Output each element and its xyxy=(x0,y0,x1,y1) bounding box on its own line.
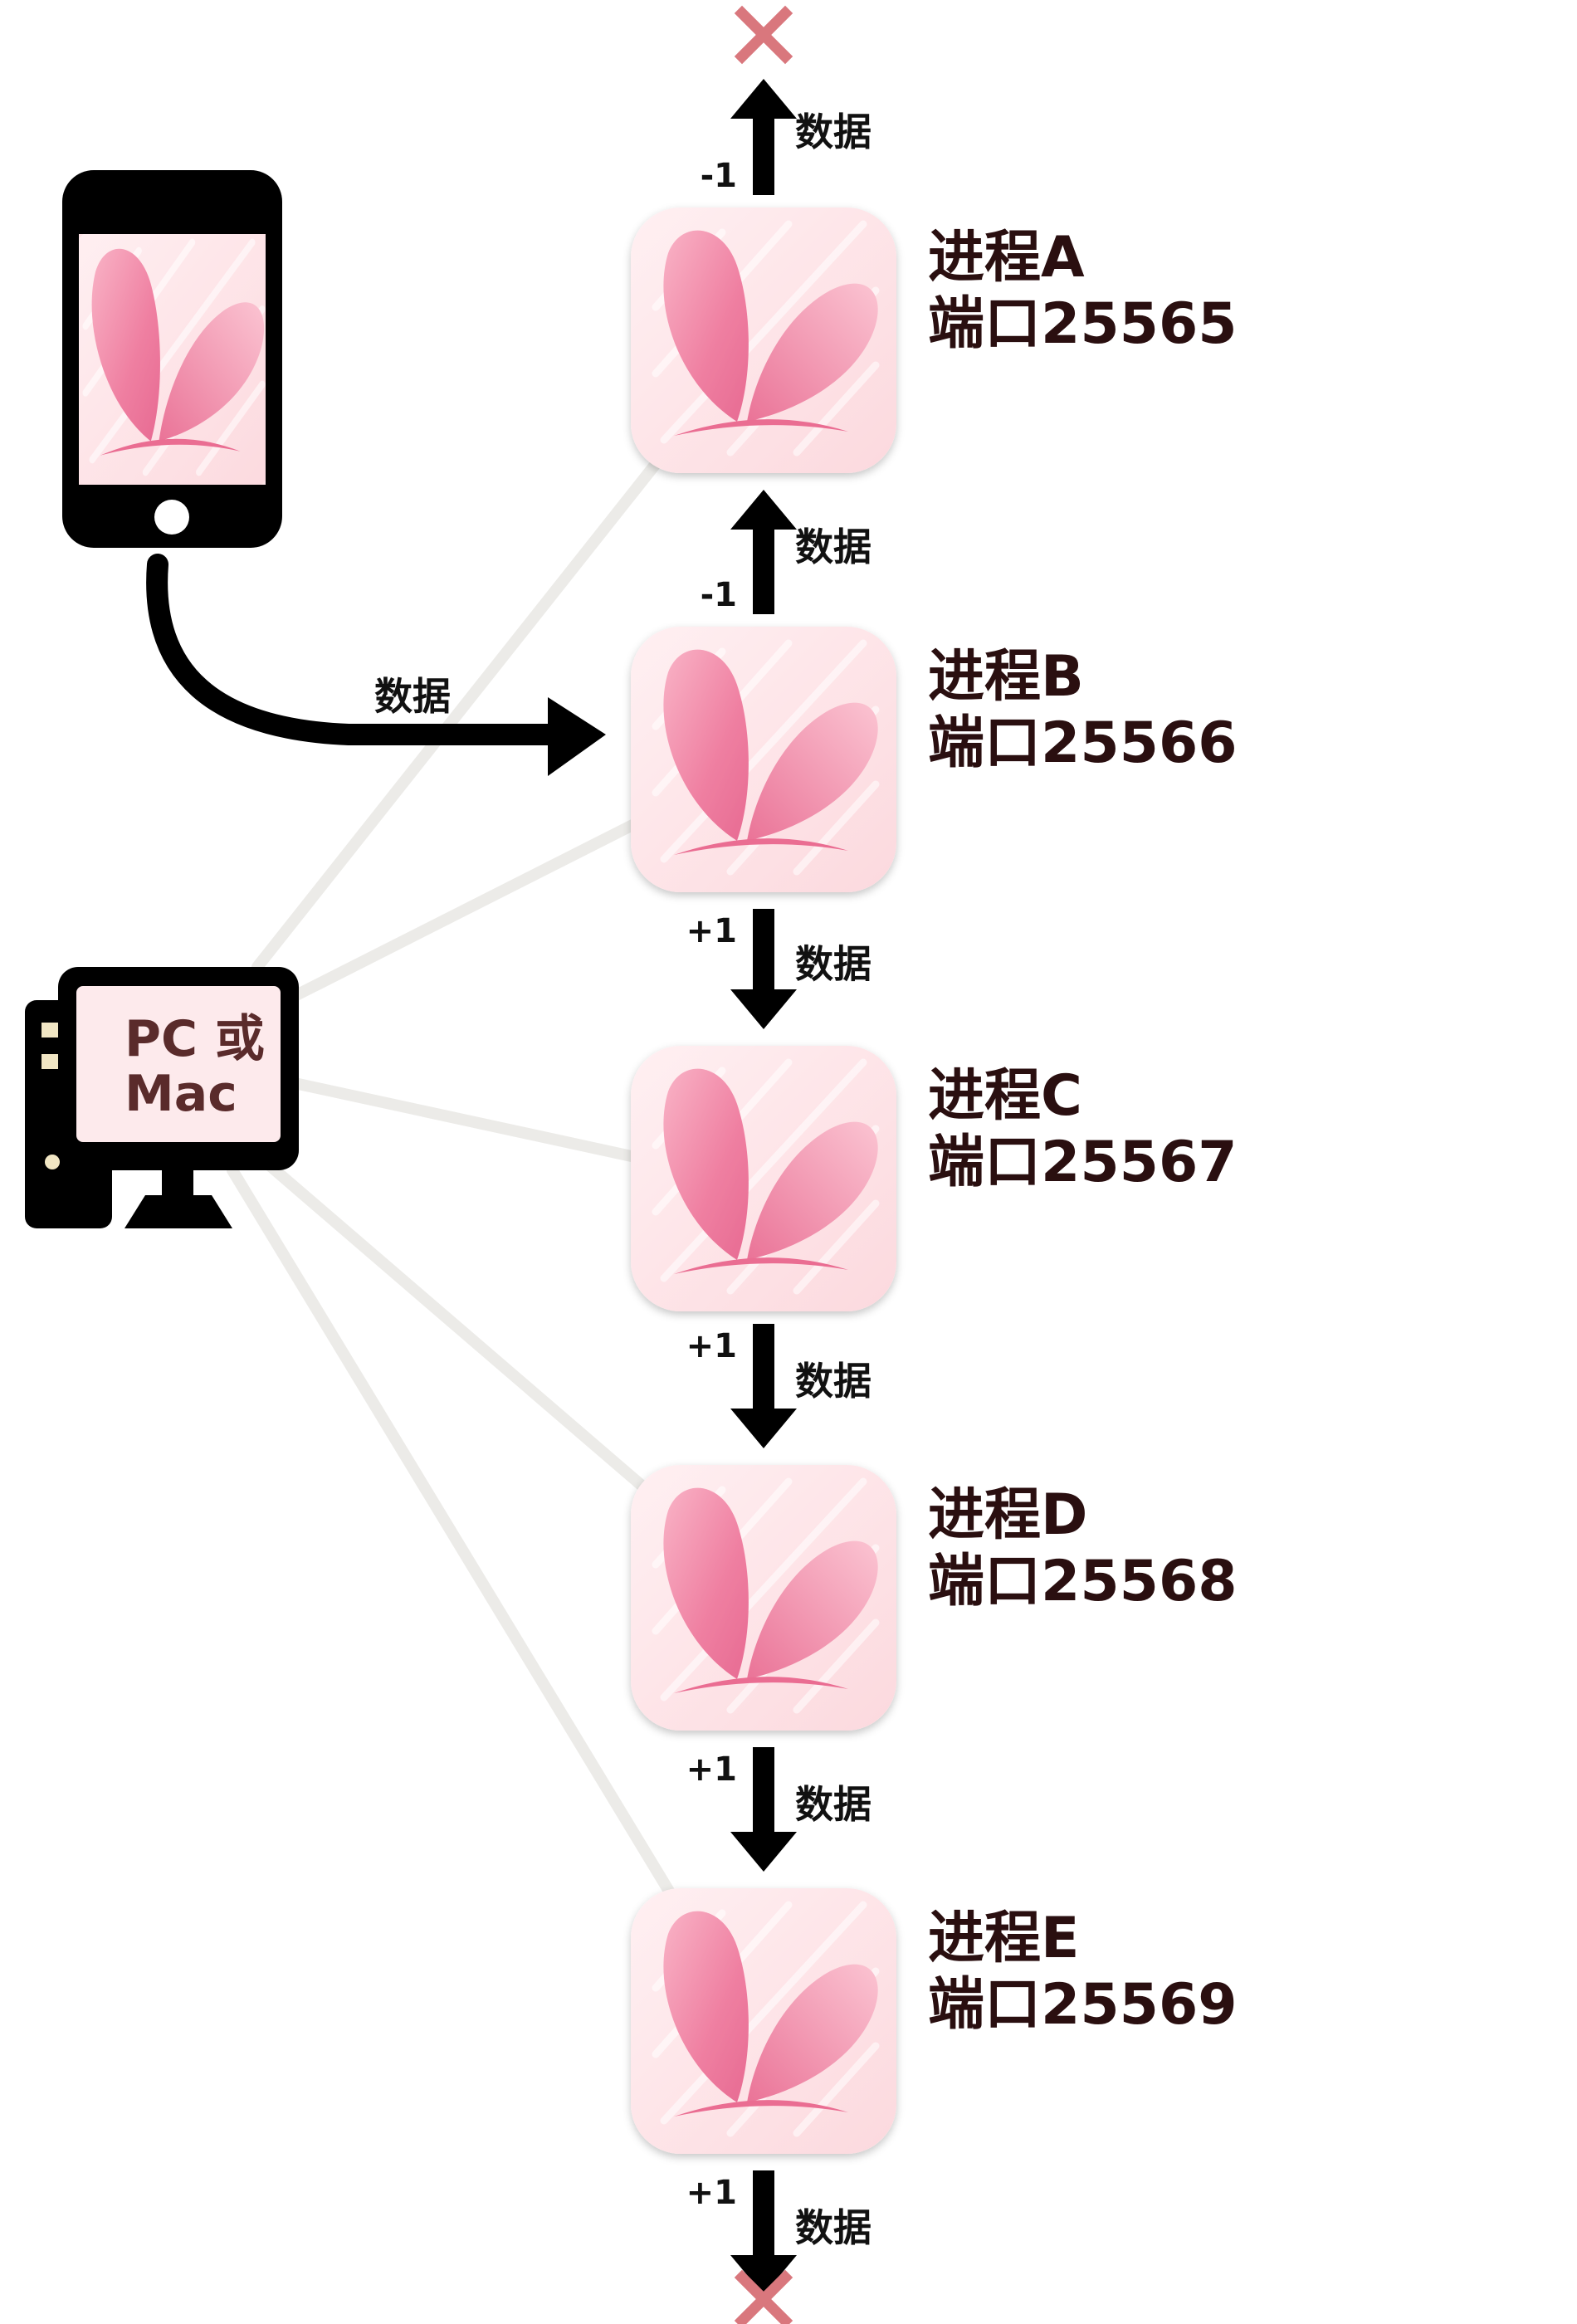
process-port: 端口25568 xyxy=(928,1549,1238,1614)
flow-arrow-label: 数据 xyxy=(795,525,872,569)
flow-arrow-sign: +1 xyxy=(686,2174,737,2212)
flow-arrow-sign: +1 xyxy=(686,912,737,950)
pc-connector-lines xyxy=(227,442,678,1902)
flow-arrow-label: 数据 xyxy=(795,110,872,154)
process-name: 进程C xyxy=(928,1063,1082,1129)
flow-arrow-label: 数据 xyxy=(795,1359,872,1404)
process-port: 端口25566 xyxy=(928,710,1238,776)
process-name: 进程A xyxy=(928,225,1085,290)
process-port: 端口25567 xyxy=(928,1130,1238,1195)
flow-arrow-sign: +1 xyxy=(686,1327,737,1365)
connector-line xyxy=(289,816,645,1002)
app-flower-icon xyxy=(631,1046,896,1311)
phone-data-arrow: 数据 xyxy=(146,554,606,776)
flow-arrow-label: 数据 xyxy=(795,942,872,987)
phone-arrow-label: 数据 xyxy=(374,674,451,719)
connector-line xyxy=(227,1164,678,1902)
flow-arrow: -1 数据 xyxy=(701,79,872,195)
pc-label-line1: PC 或 xyxy=(124,1010,265,1068)
process-name: 进程B xyxy=(928,644,1084,710)
connector-line xyxy=(260,1156,657,1500)
pc-label-line2: Mac xyxy=(124,1065,237,1123)
smartphone-icon xyxy=(62,170,282,548)
cross-icon xyxy=(734,2269,793,2324)
process-port: 端口25565 xyxy=(928,291,1238,357)
app-flower-icon xyxy=(631,1465,896,1731)
flow-arrow-label: 数据 xyxy=(795,1782,872,1827)
flow-arrow: +1 数据 xyxy=(686,2170,872,2295)
flow-arrow: -1 数据 xyxy=(701,490,872,614)
app-flower-icon xyxy=(631,627,896,892)
flow-arrow: +1 数据 xyxy=(686,1747,872,1872)
connector-line xyxy=(251,442,674,973)
flow-arrow-sign: -1 xyxy=(701,157,737,195)
process-port: 端口25569 xyxy=(928,1972,1238,2038)
terminators xyxy=(734,5,793,2324)
process-name: 进程D xyxy=(928,1482,1087,1548)
flow-arrow: +1 数据 xyxy=(686,909,872,1029)
desktop-computer-icon: PC 或 Mac xyxy=(25,967,299,1228)
flow-arrow-sign: +1 xyxy=(686,1750,737,1789)
connector-line xyxy=(289,1077,645,1164)
app-flower-icon xyxy=(631,1888,896,2154)
flow-arrow-sign: -1 xyxy=(701,576,737,614)
flow-arrow: +1 数据 xyxy=(686,1324,872,1448)
cross-icon xyxy=(734,5,793,65)
app-flower-icon xyxy=(631,208,896,473)
flow-arrows: -1 数据 -1 数据 +1 数据 +1 数据 +1 数据 +1 数据 xyxy=(686,79,872,2295)
process-name: 进程E xyxy=(928,1906,1079,1971)
flow-arrow-label: 数据 xyxy=(795,2205,872,2250)
